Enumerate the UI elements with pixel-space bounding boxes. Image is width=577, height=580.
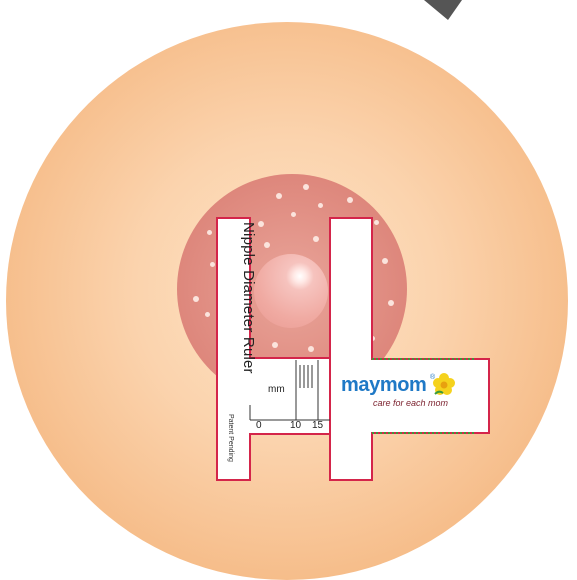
ruler-title: Nipple Diameter Ruler — [240, 222, 257, 374]
brand-logo-text: maymom — [341, 374, 426, 397]
brand-tagline: care for each mom — [373, 398, 448, 408]
flower-icon — [432, 372, 456, 396]
tick-label-15: 15 — [312, 420, 323, 431]
patent-label: Patent Pending — [227, 414, 234, 462]
tick-label-0: 0 — [256, 420, 262, 431]
tick-label-10: 10 — [290, 420, 301, 431]
ruler-right-arm — [330, 218, 489, 480]
unit-label: mm — [268, 384, 285, 395]
